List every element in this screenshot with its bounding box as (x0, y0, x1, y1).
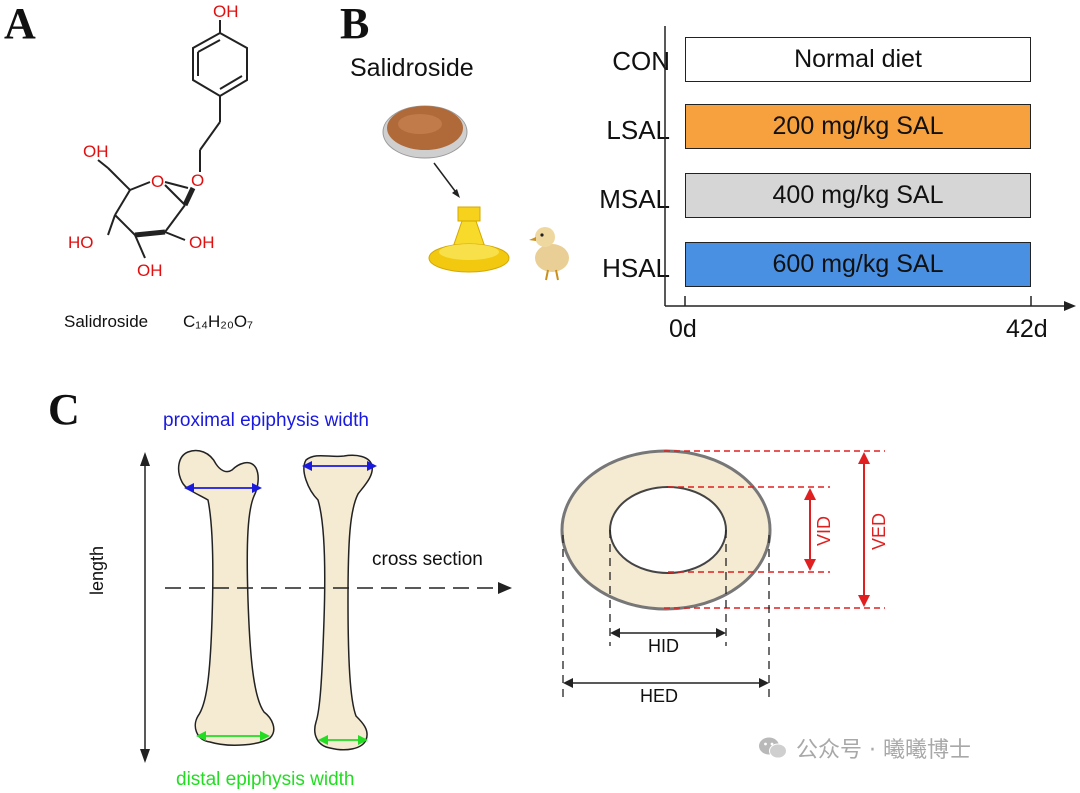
group-treatment-hsal: 600 mg/kg SAL (772, 250, 944, 278)
vid-label: VID (814, 515, 834, 546)
group-label-msal: MSAL (599, 184, 670, 214)
right-oh-label: OH (189, 233, 215, 252)
hed-label: HED (640, 686, 679, 706)
proximal-width-label: proximal epiphysis width (163, 410, 369, 431)
cross-section-label: cross section (372, 549, 483, 570)
group-label-lsal: LSAL (606, 115, 670, 145)
ved-label: VED (869, 512, 889, 550)
ch2oh-label: OH (83, 142, 109, 161)
timeline-start-label: 0d (669, 315, 697, 343)
group-label-con: CON (612, 46, 670, 76)
group-box-hsal: 600 mg/kg SAL (685, 242, 1031, 287)
ether-oxygen-label: O (191, 171, 205, 190)
bottom-oh-label: OH (137, 261, 163, 280)
hid-label: HID (648, 636, 679, 656)
medullary-cavity (609, 486, 727, 574)
group-treatment-msal: 400 mg/kg SAL (772, 181, 944, 209)
group-box-lsal: 200 mg/kg SAL (685, 104, 1031, 149)
bone-front-view (177, 449, 275, 746)
wechat-icon (759, 737, 787, 759)
watermark-text: 公众号 · 曦曦博士 (796, 738, 971, 763)
left-ho-label: HO (68, 233, 94, 252)
panel-b-letter: B (340, 0, 370, 48)
watermark: 公众号 · 曦曦博士 (758, 732, 971, 764)
group-treatment-lsal: 200 mg/kg SAL (772, 112, 944, 140)
panel-c-letter: C (48, 385, 80, 434)
group-label-hsal: HSAL (602, 253, 670, 283)
timeline-end-label: 42d (1006, 315, 1048, 343)
group-treatment-con: Normal diet (794, 45, 922, 73)
panel-a-letter: A (4, 0, 36, 48)
top-oh-label: OH (213, 2, 239, 21)
salidroside-label: Salidroside (350, 54, 474, 82)
compound-formula-caption: C₁₄H₂₀O₇ (183, 312, 253, 331)
compound-name-caption: Salidroside (64, 312, 149, 331)
group-box-con: Normal diet (685, 37, 1031, 82)
ring-oxygen-label: O (151, 172, 165, 191)
group-box-msal: 400 mg/kg SAL (685, 173, 1031, 218)
distal-width-label: distal epiphysis width (176, 769, 355, 790)
